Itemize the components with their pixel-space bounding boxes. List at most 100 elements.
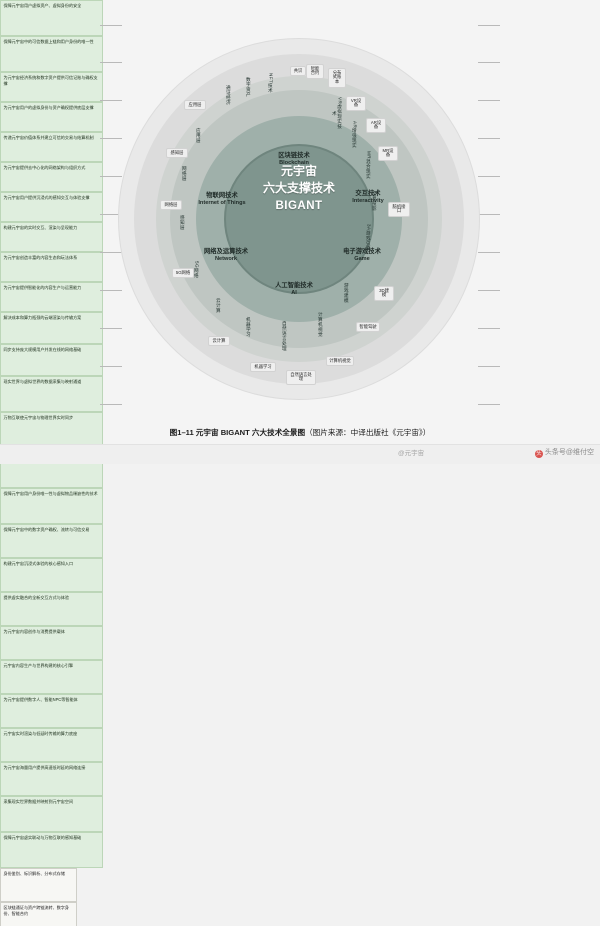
midtag-11: 5G网络 [194,260,200,278]
midtag-10: 感知层 [180,214,186,230]
figure-caption: 图1–11 元宇宙 BIGANT 六大技术全景图（图片来源：中译出版社《元宇宙》… [0,427,600,438]
midtag-1: 数字资产 [246,77,252,97]
chip-7[interactable]: 3D建模 [374,286,394,301]
midtag-15: 计算机视觉 [318,311,324,337]
connector-line [478,25,500,26]
footer-bar [0,444,600,464]
connector-line [478,214,500,215]
pillar-interactivity-en: Interactivity [352,198,384,205]
connector-line [478,100,500,101]
pillar-iot-en: Internet of Things [198,200,246,207]
pillar-ai[interactable]: 人工智能技术 AI [262,282,326,297]
right-box-9[interactable]: 为元宇宙海量用户提供高速低时延的网络连接 [0,762,103,796]
left-box-7[interactable]: 构建元宇宙的实时交互、渲染与呈现能力 [0,222,103,252]
pillar-game-en: Game [354,256,370,263]
pillar-interactivity[interactable]: 交互技术 Interactivity [336,190,400,205]
right-box-1[interactable]: 保障元宇宙用户身份唯一性与虚拟物品稀缺性的技术 [0,488,103,524]
core-title: 元宇宙 六大支撑技术 BIGANT [224,163,374,214]
left-box-6[interactable]: 为元宇宙用户提供沉浸式的感知交互与体验支撑 [0,192,103,222]
figure-caption-bold: 图1–11 元宇宙 BIGANT 六大技术全景图 [169,428,306,437]
right-box-7[interactable]: 为元宇宙提供数字人、智能NPC等智能体 [0,694,103,728]
core-title-line2: 六大支撑技术 [262,181,335,196]
chip-11[interactable]: 5G网络 [172,268,194,278]
midtag-14: 自然语言处理 [282,321,288,351]
connector-line [478,366,500,367]
chip-12[interactable]: 云计算 [208,336,230,346]
tech-left-0[interactable]: 身份鉴别、标识解析、分布式存储 [0,868,77,902]
left-box-3[interactable]: 为元宇宙用户的虚拟身份与资产确权提供底层支撑 [0,102,103,132]
midtag-12: 云计算 [216,297,222,313]
pillar-blockchain-cn: 区块链技术 [278,152,310,159]
chip-1[interactable]: 智能合约 [306,64,324,79]
toutiao-icon: 头 [534,450,543,458]
midtag-0: NFT技术 [268,72,274,94]
left-box-4[interactable]: 传递元宇宙价值体系并建立可信的交易与结算机制 [0,132,103,162]
chip-9[interactable]: 感知层 [166,148,188,158]
chip-8[interactable]: 应用层 [184,100,206,110]
core-title-line1: 元宇宙 [280,164,317,178]
tech-left-1[interactable]: 区块链通证与资产跨链流转、数字身份、智能合约 [0,902,77,926]
right-box-4[interactable]: 提供虚实融合的全新交互方式与体验 [0,592,103,626]
connector-line [478,404,500,405]
right-box-8[interactable]: 元宇宙实时渲染与低延时传输的算力底座 [0,728,103,762]
connector-line [100,176,122,177]
chip-0[interactable]: 共识 [290,66,306,76]
midtag-2: 通证经济 [226,85,232,105]
chip-14[interactable]: 自然语言处理 [286,370,316,385]
left-box-9[interactable]: 为元宇宙提供智能化的内容生产与运营能力 [0,282,103,312]
right-box-2[interactable]: 保障元宇宙中的数字资产确权、流转与可信交易 [0,524,103,558]
chip-3[interactable]: VR设备 [346,96,366,111]
right-box-3[interactable]: 构建元宇宙沉浸式体验的核心感知入口 [0,558,103,592]
pillar-network[interactable]: 网络及运算技术 Network [194,248,258,263]
chip-4[interactable]: AR设备 [366,118,386,133]
chip-2[interactable]: 分布式账本 [328,68,346,88]
pillar-interactivity-cn: 交互技术 [355,190,381,197]
chip-6[interactable]: 脑机接口 [388,202,410,217]
connector-line [100,328,122,329]
midtag-13: 机器学习 [246,317,252,337]
midtag-5: MR混合现实 [366,151,372,179]
left-box-12[interactable]: 现实世界与虚拟世界的数据采集与映射通道 [0,376,103,412]
connector-line [478,252,500,253]
midtag-6: 全息投影 [372,191,378,211]
pillar-blockchain-en: Blockchain [279,160,309,167]
pillar-ai-en: AI [291,290,297,297]
midtag-9: 网络层 [182,165,188,181]
left-box-0[interactable]: 保障元宇宙用户虚拟资产、虚拟身份的安全 [0,0,103,36]
left-box-2[interactable]: 为元宇宙经济系统和数字资产提供可信记账与确权支撑 [0,72,103,102]
pillar-blockchain[interactable]: 区块链技术 Blockchain [262,152,326,167]
left-box-5[interactable]: 为元宇宙提供去中心化的网络架构与组织方式 [0,162,103,192]
connector-line [100,252,122,253]
pillar-network-cn: 网络及运算技术 [203,248,249,255]
connector-line [100,138,122,139]
connector-line [478,138,500,139]
connector-line [478,328,500,329]
left-box-11[interactable]: 同步支持庞大规模用户并发在线的网络基础 [0,344,103,376]
left-box-10[interactable]: 解决成本和算力瓶颈的云端渲染与传输方案 [0,312,103,344]
left-box-1[interactable]: 保障元宇宙中的可信数据上链和用户身份的唯一性 [0,36,103,72]
connector-line [100,214,122,215]
watermark-right-text: 头条号@维付空 [544,449,594,456]
right-box-11[interactable]: 保障元宇宙虚实联动与万物互联的感知基础 [0,832,103,868]
figure-caption-source: （图片来源：中译出版社《元宇宙》） [305,428,431,437]
left-box-8[interactable]: 为元宇宙创造丰富的内容生态和玩法体系 [0,252,103,282]
chip-13[interactable]: 机器学习 [250,362,276,372]
midtag-8: 应用层 [196,127,202,143]
chip-16[interactable]: 智能驾驶 [356,322,380,332]
pillar-game[interactable]: 电子游戏技术 Game [330,248,394,263]
chip-15[interactable]: 计算机视觉 [326,356,354,366]
chip-10[interactable]: 网络层 [160,200,182,210]
watermark-right: 头头条号@维付空 [534,447,594,458]
core-title-line3: BIGANT [275,199,323,212]
pillar-ai-cn: 人工智能技术 [275,282,313,289]
connector-line [100,62,122,63]
midtag-4: AR增强现实 [352,121,358,149]
right-box-6[interactable]: 元宇宙内容生产与世界构建的核心引擎 [0,660,103,694]
pillar-iot-cn: 物联网技术 [206,192,238,199]
right-box-5[interactable]: 为元宇宙内容创作与消费提供载体 [0,626,103,660]
pillar-iot[interactable]: 物联网技术 Internet of Things [190,192,254,207]
chip-5[interactable]: MR设备 [378,146,398,161]
connector-line [478,62,500,63]
right-box-10[interactable]: 采集现实世界数据并映射到元宇宙空间 [0,796,103,832]
